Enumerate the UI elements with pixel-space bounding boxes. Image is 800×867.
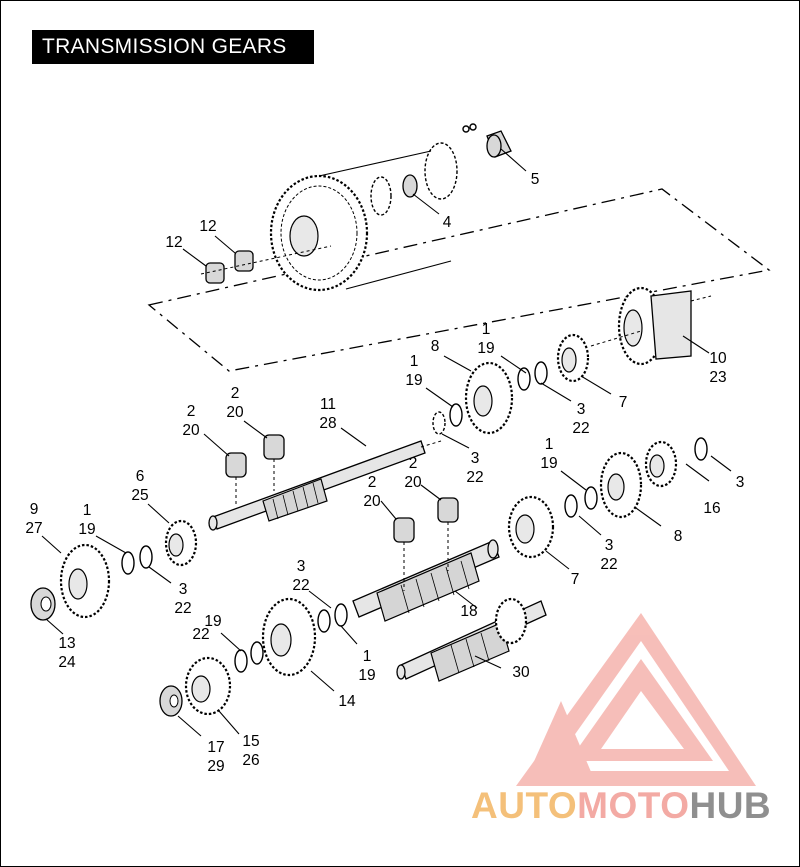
callout-5: 5 xyxy=(531,171,540,188)
leader-lines xyxy=(41,148,732,737)
callout-19: 19 xyxy=(78,521,95,538)
rings-14-left xyxy=(234,641,264,673)
callout-2: 2 xyxy=(187,403,196,420)
rings-mid xyxy=(432,403,463,435)
callout-19: 19 xyxy=(477,340,494,357)
callout-11: 11 xyxy=(320,396,336,413)
ring-3-right xyxy=(694,437,708,461)
gear-8-lower xyxy=(599,451,643,519)
gear-7-upper xyxy=(556,333,590,383)
callout-8: 8 xyxy=(431,338,440,355)
callout-22: 22 xyxy=(192,626,209,643)
callout-2: 2 xyxy=(368,474,377,491)
callout-3: 3 xyxy=(179,581,188,598)
callout-26: 26 xyxy=(242,752,259,769)
clutch-housing-group-outline xyxy=(147,188,771,372)
gear-7-lower xyxy=(507,495,555,559)
callout-14: 14 xyxy=(338,693,356,710)
callout-19: 19 xyxy=(405,372,422,389)
callout-9: 9 xyxy=(30,501,39,518)
clutch-drum-gear xyxy=(269,150,452,292)
shaft-30 xyxy=(396,597,547,682)
page-title: TRANSMISSION GEARS xyxy=(42,35,287,58)
callout-2: 2 xyxy=(231,385,240,402)
callout-2: 2 xyxy=(409,455,418,472)
retaining-rings-upper xyxy=(517,361,548,391)
callout-30: 30 xyxy=(512,664,530,681)
callout-25: 25 xyxy=(131,487,148,504)
washer-13 xyxy=(30,587,56,621)
gear-14 xyxy=(261,597,317,677)
callout-19: 19 xyxy=(540,455,557,472)
watermark-logo xyxy=(516,613,756,786)
callout-22: 22 xyxy=(572,420,589,437)
callout-6: 6 xyxy=(136,468,145,485)
callout-1: 1 xyxy=(363,648,372,665)
countershaft-18 xyxy=(352,539,500,622)
main-drive-gear xyxy=(590,286,712,366)
gear-6 xyxy=(164,519,198,567)
callout-15: 15 xyxy=(242,733,259,750)
gear-8-upper xyxy=(464,361,514,435)
callout-1: 1 xyxy=(83,502,92,519)
callout-12: 12 xyxy=(165,234,182,251)
callout-22: 22 xyxy=(466,469,483,486)
rings-left xyxy=(121,545,153,575)
gear-16 xyxy=(644,440,678,488)
needle-bearings-2-20-upper xyxy=(225,434,285,506)
mainshaft xyxy=(208,440,442,531)
callout-22: 22 xyxy=(600,556,617,573)
callout-19: 19 xyxy=(204,613,221,630)
callout-17: 17 xyxy=(207,739,224,756)
rings-right-mid xyxy=(564,486,598,518)
callout-12: 12 xyxy=(199,218,216,235)
needle-bearings-12 xyxy=(200,245,332,284)
callout-18: 18 xyxy=(460,603,477,620)
callout-7: 7 xyxy=(619,394,628,411)
callout-22: 22 xyxy=(292,577,309,594)
callout-3: 3 xyxy=(471,450,480,467)
callout-16: 16 xyxy=(703,500,720,517)
watermark-hub: HUB xyxy=(689,785,772,826)
gear-9 xyxy=(59,543,111,619)
callout-3: 3 xyxy=(297,558,306,575)
callout-labels: 5 4 12 12 10 23 7 3 22 1 19 8 1 19 3 22 … xyxy=(25,171,744,775)
callout-20: 20 xyxy=(363,493,381,510)
callout-20: 20 xyxy=(404,474,422,491)
callout-7: 7 xyxy=(571,571,580,588)
callout-27: 27 xyxy=(25,520,42,537)
washer-17 xyxy=(159,685,183,717)
callout-19: 19 xyxy=(358,667,375,684)
callout-3: 3 xyxy=(605,537,614,554)
callout-23: 23 xyxy=(709,369,726,386)
thrust-plate xyxy=(370,123,477,216)
watermark-moto: MOTO xyxy=(577,785,690,826)
title-banner: TRANSMISSION GEARS xyxy=(32,30,314,64)
callout-22: 22 xyxy=(174,600,191,617)
callout-28: 28 xyxy=(319,415,336,432)
callout-8: 8 xyxy=(674,528,683,545)
callout-4: 4 xyxy=(443,214,452,231)
callout-20: 20 xyxy=(182,422,200,439)
callout-3: 3 xyxy=(577,401,586,418)
callout-3: 3 xyxy=(736,474,745,491)
callout-24: 24 xyxy=(58,654,76,671)
callout-1: 1 xyxy=(410,353,419,370)
watermark-auto: AUTO xyxy=(471,785,578,826)
bushing xyxy=(486,130,512,158)
needle-bearings-2-20-lower xyxy=(393,497,459,591)
gear-15 xyxy=(184,656,232,716)
callout-20: 20 xyxy=(226,404,244,421)
watermark-text: AUTOMOTOHUB xyxy=(471,785,771,827)
callout-1: 1 xyxy=(482,321,491,338)
callout-1: 1 xyxy=(545,436,554,453)
callout-29: 29 xyxy=(207,758,224,775)
callout-13: 13 xyxy=(58,635,75,652)
callout-10: 10 xyxy=(709,350,727,367)
